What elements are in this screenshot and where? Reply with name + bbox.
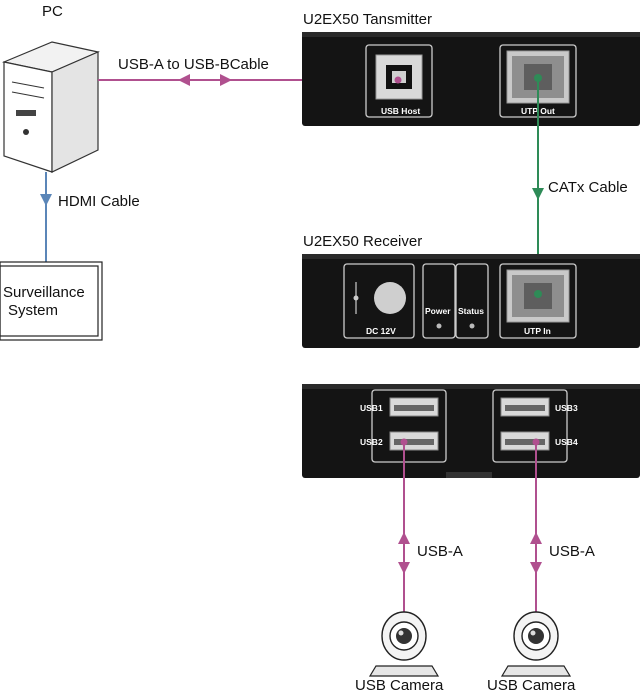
usb-a-cable-right (530, 438, 542, 612)
usb-a-right-label: USB-A (549, 543, 595, 560)
usb-camera-right-label: USB Camera (487, 677, 576, 693)
surveillance-label-line1: Surveillance (3, 284, 85, 301)
usb-camera-right-icon (500, 611, 572, 677)
transmitter-device (302, 32, 640, 126)
usb-ab-cable-label: USB-A to USB-BCable (118, 56, 269, 73)
usb1-port-label: USB1 (360, 403, 383, 413)
utp-in-port-label: UTP In (524, 326, 551, 336)
receiver-title: U2EX50 Receiver (303, 233, 422, 250)
usb4-port-label: USB4 (555, 437, 578, 447)
receiver-back-device (302, 384, 640, 478)
status-led-label: Status (458, 306, 484, 316)
usb-camera-left-icon (368, 611, 440, 677)
hdmi-cable (40, 172, 52, 262)
surveillance-label-line2: System (8, 302, 58, 319)
hdmi-cable-label: HDMI Cable (58, 193, 140, 210)
usb-camera-left-label: USB Camera (355, 677, 444, 693)
transmitter-title: U2EX50 Tansmitter (303, 11, 432, 28)
receiver-front-device (302, 254, 640, 348)
usb-host-port-label: USB Host (381, 106, 420, 116)
dc-port-label: DC 12V (366, 326, 396, 336)
pc-label: PC (42, 3, 63, 20)
pc-tower (1, 41, 100, 173)
usb2-port-label: USB2 (360, 437, 383, 447)
surveillance-system (0, 261, 103, 341)
usb3-port-label: USB3 (555, 403, 578, 413)
power-led-label: Power (425, 306, 451, 316)
usb-a-left-label: USB-A (417, 543, 463, 560)
usb-a-cable-left (398, 438, 410, 612)
catx-cable-label: CATx Cable (548, 179, 628, 196)
